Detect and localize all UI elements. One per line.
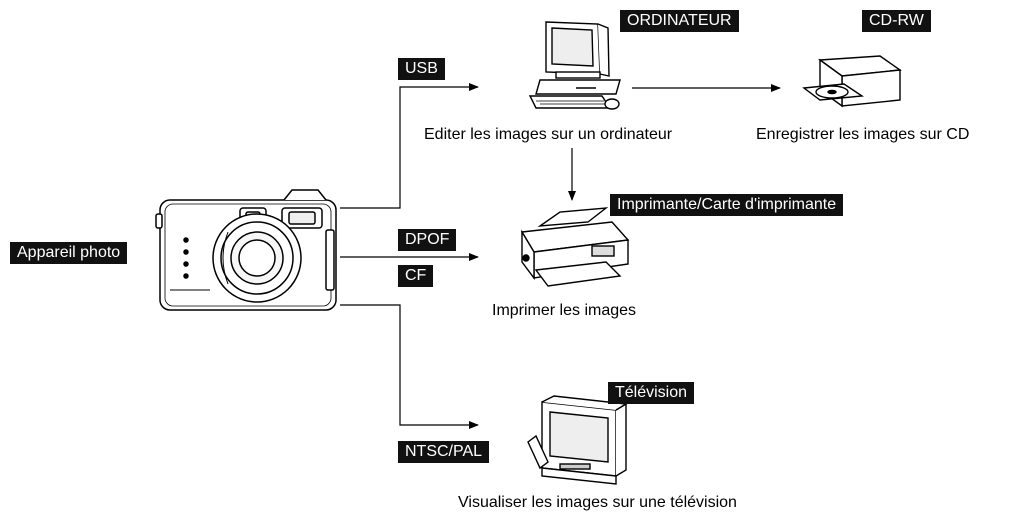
tv-illustration — [527, 395, 629, 485]
computer-caption: Editer les images sur un ordinateur — [424, 126, 673, 143]
cd-rw-illustration — [802, 55, 902, 108]
cd-rw-caption: Enregistrer les images sur CD — [756, 126, 970, 143]
printer-label: Imprimante/Carte d'imprimante — [610, 194, 844, 216]
connector-lines — [340, 83, 781, 429]
usb-connection-label: USB — [398, 58, 445, 80]
computer-illustration — [528, 21, 621, 110]
ntsc-connector — [340, 304, 479, 429]
printer-caption: Imprimer les images — [492, 302, 637, 319]
usb-connector — [340, 83, 479, 209]
cd-rw-label: CD-RW — [862, 10, 931, 32]
ntsc-pal-connection-label: NTSC/PAL — [398, 441, 490, 463]
tv-label: Télévision — [608, 382, 695, 404]
camera-illustration — [155, 189, 337, 311]
dpof-connection-label: DPOF — [398, 229, 457, 251]
cf-connection-label: CF — [398, 265, 434, 287]
computer-label: ORDINATEUR — [620, 10, 739, 32]
tv-caption: Visualiser les images sur une télévision — [458, 494, 737, 511]
camera-label: Appareil photo — [10, 242, 128, 264]
printer-illustration — [520, 207, 630, 287]
